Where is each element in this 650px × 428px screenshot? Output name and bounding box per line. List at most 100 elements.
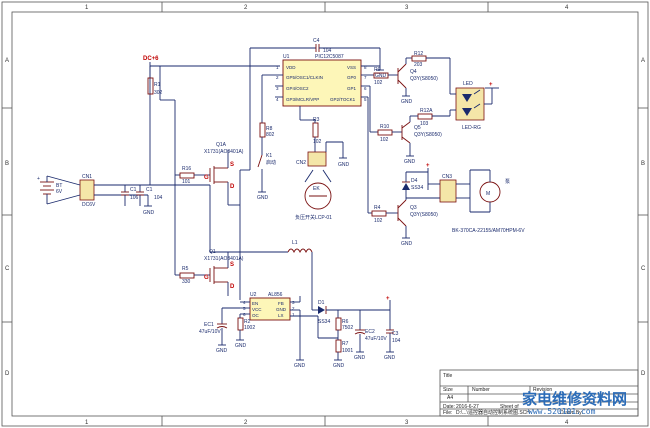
k1-ref: K1 bbox=[266, 153, 272, 159]
k1-value: 启动 bbox=[266, 159, 276, 166]
q5-value: Q3Y(S8050) bbox=[414, 132, 442, 138]
motor-ref: M bbox=[486, 191, 490, 197]
led-rg: LED LED-RG + bbox=[450, 81, 499, 131]
gnd-q4: GND bbox=[401, 99, 413, 105]
gnd-u1: GND bbox=[375, 73, 387, 79]
r6-value: 7502 bbox=[342, 325, 353, 331]
col-label-2-bottom: 2 bbox=[244, 420, 248, 426]
row-label-d-right: D bbox=[641, 371, 646, 377]
c1-value: 106 bbox=[130, 195, 139, 201]
cn3-value: BK-370CA-22155/AM70HPM-6V bbox=[452, 228, 525, 234]
q3-value: Q3Y(S8050) bbox=[410, 212, 438, 218]
ek-ref: EK bbox=[313, 186, 320, 192]
mosfet-q1: Q1 X1731(AO3401A) G S D bbox=[204, 185, 288, 296]
u1-pinnum-8: 8 bbox=[364, 65, 367, 70]
ek-value: 负压开关LCP-01 bbox=[295, 214, 332, 221]
connector-cn2: CN2 GND bbox=[296, 141, 350, 168]
watermark-url: www.520101.com bbox=[528, 407, 596, 416]
u2-pinnum-2: 2 bbox=[292, 306, 295, 311]
cn1-value: DC6V bbox=[82, 202, 96, 208]
u1-pin-gp3: GP3/MCLR/VPP bbox=[286, 97, 319, 102]
size-label: Size bbox=[443, 387, 453, 393]
u1-pinnum-2: 2 bbox=[276, 75, 279, 80]
cn2-ref: CN2 bbox=[296, 160, 306, 166]
col-label-1-bottom: 1 bbox=[85, 420, 89, 426]
u1-pinnum-3: 3 bbox=[276, 86, 279, 91]
u2-pin-vcc: VCC bbox=[252, 307, 262, 312]
d1-value: SS34 bbox=[318, 319, 330, 325]
u1-pinnum-4: 4 bbox=[276, 97, 279, 102]
u1-pinnum-1: 1 bbox=[276, 65, 279, 70]
date-label: Date: bbox=[443, 404, 455, 410]
c1-ref: C1 bbox=[130, 187, 137, 193]
r9-ref: R9 bbox=[374, 67, 381, 73]
r10-value: 102 bbox=[380, 137, 389, 143]
col-label-3: 3 bbox=[405, 5, 409, 11]
c3-value: 104 bbox=[392, 338, 401, 344]
r12-value: 203 bbox=[414, 62, 423, 68]
c1b-value: 104 bbox=[154, 195, 163, 201]
u2-pin-en: EN bbox=[252, 301, 258, 306]
q1a-gate: G bbox=[204, 175, 209, 181]
l1-ref: L1 bbox=[292, 240, 298, 246]
dc-rail: DC+6 R1 302 bbox=[143, 56, 280, 275]
r10-ref: R10 bbox=[380, 124, 389, 130]
u2-pinnum-6: 6 bbox=[243, 312, 246, 317]
pressure-switch-ek: EK 负压开关LCP-01 bbox=[295, 169, 332, 221]
date-value: 2016-6-27 bbox=[456, 404, 479, 410]
r4-value: 102 bbox=[374, 218, 383, 224]
led-ref: LED bbox=[463, 81, 473, 87]
u1-pinnum-5: 5 bbox=[364, 97, 367, 102]
transistor-q3: GND Q3 Q3Y(S8050) bbox=[397, 199, 438, 247]
col-label-4: 4 bbox=[565, 5, 569, 11]
u2-pin-oc: OC bbox=[252, 313, 260, 318]
d4-plus: + bbox=[426, 163, 430, 169]
resistor-r5: R5 330 bbox=[175, 266, 210, 285]
r16-ref: R16 bbox=[182, 166, 191, 172]
ec1-value: 47uF/10V bbox=[199, 329, 221, 335]
revision-label: Revision bbox=[533, 387, 552, 393]
transistor-q5: GND Q5 Q3Y(S8050) bbox=[401, 121, 442, 165]
u1-pin-vdd: VDD bbox=[286, 65, 296, 70]
r16-value: 101 bbox=[182, 179, 191, 185]
led-value: LED-RG bbox=[462, 125, 481, 131]
resistor-r16: R16 101 bbox=[175, 166, 210, 185]
q1-value: X1731(AO3401A) bbox=[204, 256, 244, 262]
col-label-3-bottom: 3 bbox=[405, 420, 409, 426]
mcu-u1: U1 PIC12C5087 VDD GP5/OSC1/CLKIN GP4/OSC… bbox=[275, 54, 380, 107]
u2-pin-fb: FB bbox=[278, 301, 284, 306]
resistor-r6: R6 7502 bbox=[299, 296, 353, 339]
mosfet-q1a: Q1A X1731(AO3401A) G S D bbox=[204, 142, 250, 300]
r3-ref: R3 bbox=[313, 117, 320, 123]
r2-ref: R2 bbox=[244, 319, 251, 325]
gnd-q5: GND bbox=[404, 159, 416, 165]
r12a-value: 103 bbox=[420, 121, 429, 127]
transistor-q4: GND Q4 Q3Y(S8050) bbox=[397, 63, 438, 105]
cn3-ref: CN3 bbox=[442, 174, 452, 180]
u1-value: PIC12C5087 bbox=[315, 54, 344, 60]
row-label-a: A bbox=[5, 58, 9, 64]
u1-ref: U1 bbox=[283, 54, 290, 60]
file-value: D:\...\遥控器自动控制系统图.SCH bbox=[456, 409, 530, 416]
gnd-u2: GND bbox=[294, 363, 306, 369]
boost-u2: U2 AL856 EN VCC OC FB GND LX 4 5 6 3 2 1… bbox=[240, 292, 318, 369]
q1-gate: G bbox=[204, 275, 209, 281]
dc-rail-label: DC+6 bbox=[143, 56, 159, 62]
inductor-l1: L1 bbox=[287, 240, 313, 310]
d4-ref: D4 bbox=[411, 178, 418, 184]
u1-pinnum-7: 7 bbox=[364, 75, 367, 80]
q3-ref: Q3 bbox=[410, 205, 417, 211]
resistor-r2: R2 1002 GND bbox=[235, 313, 255, 349]
diode-d1: D1 SS34 bbox=[312, 300, 390, 325]
q1a-source: S bbox=[230, 162, 234, 168]
row-label-a-right: A bbox=[641, 58, 645, 64]
u1-pin-gp4: GP4/OSC2 bbox=[286, 86, 309, 91]
c4-ref: C4 bbox=[313, 38, 320, 44]
q1a-ref: Q1A bbox=[216, 142, 227, 148]
r7-value: 1001 bbox=[342, 348, 353, 354]
r12-ref: R12 bbox=[414, 51, 423, 57]
gnd-r7: GND bbox=[333, 363, 345, 369]
row-label-b: B bbox=[5, 161, 9, 167]
capacitor-c3: C3 104 GND + bbox=[384, 296, 401, 361]
